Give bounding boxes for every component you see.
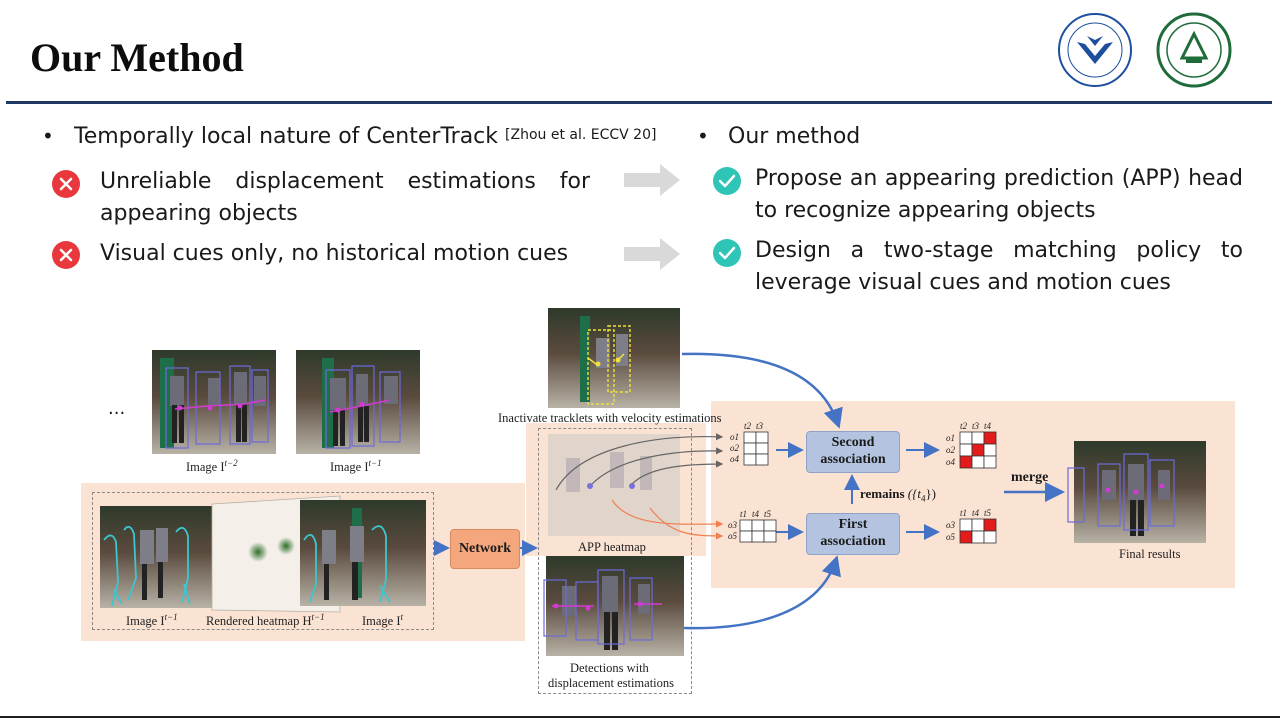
right-arrow-icon [624, 164, 680, 196]
second-result-grid [959, 431, 997, 469]
caption-image-t: Image It [362, 612, 403, 629]
slide-title: Our Method [30, 35, 244, 80]
remains-end: }) [925, 486, 937, 501]
motion-curves [555, 433, 724, 540]
res-bot-col-label: t5 [984, 508, 992, 518]
res-top-row-label: o1 [946, 433, 955, 443]
caption-text: Rendered heatmap H [206, 614, 312, 629]
network-block: Network [450, 529, 520, 569]
grid-top-col-label: t2 [744, 421, 752, 431]
grid-bot-row-label: o3 [728, 520, 737, 530]
arrow-detections-to-first [683, 555, 841, 630]
right-item-2: Design a two-stage matching policy to le… [755, 238, 1243, 295]
sun-yat-sen-university-logo [1156, 12, 1232, 88]
left-item-1: Unreliable displacement estimations for … [100, 169, 590, 226]
caption-sup: t−1 [368, 458, 382, 468]
check-icon [713, 239, 741, 267]
caption-inactive-tracklets: Inactivate tracklets with velocity estim… [498, 411, 722, 425]
arrow-tracklets-to-second [681, 352, 843, 429]
caption-text: Image I [186, 460, 225, 475]
cross-icon [52, 241, 80, 269]
right-item-1: Propose an appearing prediction (APP) he… [755, 166, 1243, 223]
image-t-minus-1-top [296, 350, 420, 454]
caption-text: Image I [126, 614, 165, 629]
first-result-grid [959, 518, 997, 544]
caption-text: Image I [362, 614, 401, 629]
zhejiang-university-logo [1058, 13, 1132, 87]
first-association-block: First association [806, 513, 900, 555]
merge-label: merge [1011, 470, 1049, 485]
grid-top-row-label: o1 [730, 432, 739, 442]
caption-rendered-heatmap: Rendered heatmap Ht−1 [206, 612, 325, 629]
caption-detections-line-1: Detections with [570, 661, 649, 675]
res-top-col-label: t2 [960, 421, 968, 431]
remains-set: ({t [907, 486, 921, 501]
image-t-minus-1 [100, 506, 214, 608]
cross-icon [52, 170, 80, 198]
grid-bot-col-label: t5 [764, 509, 772, 519]
res-bot-col-label: t4 [972, 508, 980, 518]
caption-image-t-minus-1: Image It−1 [126, 612, 178, 629]
title-divider [6, 101, 1272, 104]
caption-image-t-minus-1-top: Image It−1 [330, 458, 382, 475]
inactive-tracklets-image [548, 308, 680, 408]
caption-final-results: Final results [1119, 547, 1181, 561]
res-top-row-label: o4 [946, 457, 955, 467]
right-arrow-icon [624, 238, 680, 270]
citation: [Zhou et al. ECCV 20] [505, 127, 657, 143]
left-heading: Temporally local nature of CenterTrack [… [74, 121, 656, 153]
grid-bot-col-label: t1 [740, 509, 748, 519]
caption-app-heatmap: APP heatmap [578, 540, 646, 554]
second-association-line-2: association [820, 452, 886, 467]
ellipsis: ... [108, 398, 126, 419]
bottom-border [0, 716, 1280, 718]
final-results-image [1067, 441, 1206, 543]
caption-sup: t−2 [224, 458, 238, 468]
caption-sup: t−1 [311, 612, 325, 622]
caption-sup: t−1 [164, 612, 178, 622]
caption-detections-line-2: displacement estimations [548, 676, 675, 690]
grid-bot-col-label: t4 [752, 509, 760, 519]
grid-top-col-label: t3 [756, 421, 764, 431]
grid-bot-row-label: o5 [728, 531, 737, 541]
check-icon [713, 167, 741, 195]
remains-label: remains ({t4}) [860, 486, 936, 504]
remains-word: remains [860, 486, 905, 501]
second-association-line-1: Second [831, 435, 875, 450]
input-dashed-frame [92, 492, 434, 630]
caption-sup: t [400, 612, 404, 622]
grid-top-row-label: o2 [730, 443, 739, 453]
image-t [300, 500, 426, 606]
detections-image [543, 556, 684, 656]
tracklet-grid [743, 431, 769, 466]
res-bot-row-label: o5 [946, 532, 955, 542]
bullet-dot: • [42, 124, 54, 148]
grid-top-row-label: o4 [730, 454, 739, 464]
detection-grid [739, 519, 777, 543]
second-association-block: Second association [806, 431, 900, 473]
network-output-dashed-frame [538, 428, 692, 694]
res-bot-col-label: t1 [960, 508, 968, 518]
first-association-line-2: association [820, 534, 886, 549]
first-association-line-1: First [838, 517, 868, 532]
image-t-minus-2 [152, 350, 276, 454]
remains-sub: 4 [920, 493, 926, 504]
res-top-col-label: t4 [984, 421, 992, 431]
caption-text: Image I [330, 460, 369, 475]
res-top-col-label: t3 [972, 421, 980, 431]
res-top-row-label: o2 [946, 445, 955, 455]
bullet-dot: • [697, 124, 709, 148]
caption-image-t-minus-2: Image It−2 [186, 458, 238, 475]
left-item-2: Visual cues only, no historical motion c… [100, 241, 569, 266]
right-heading: Our method [728, 124, 861, 149]
res-bot-row-label: o3 [946, 520, 955, 530]
left-heading-text: Temporally local nature of CenterTrack [74, 124, 499, 149]
